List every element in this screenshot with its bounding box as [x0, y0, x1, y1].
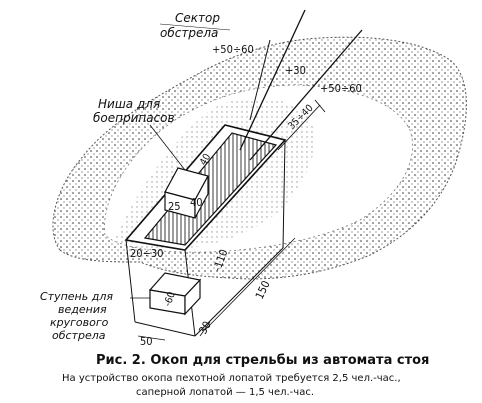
dim-niche-side: 25 — [168, 200, 181, 213]
label-step-2: ведения — [58, 303, 107, 316]
label-niche-2: боеприпасов — [93, 111, 175, 125]
label-step-4: обстрела — [52, 329, 106, 342]
dim-niche-top: 40 — [198, 152, 213, 168]
label-sector-1: Сектор — [175, 11, 220, 25]
label-sector-2: обстрела — [160, 26, 218, 40]
sector-line-left — [239, 9, 306, 151]
label-niche-1: Ниша для — [98, 97, 160, 111]
caption-line-1: На устройство окопа пехотной лопатой тре… — [62, 373, 401, 384]
dim-step-depth: -60 — [162, 290, 177, 308]
caption-title: Рис. 2. Окоп для стрельбы из автомата ст… — [96, 353, 429, 368]
dim-step-side: 30 — [196, 319, 214, 336]
dim-step-front: 50 — [140, 335, 153, 348]
dim-parapet-left: +50÷60 — [212, 43, 254, 56]
sector-line-right — [249, 29, 363, 161]
dim-niche-front: 40 — [190, 196, 203, 209]
dim-parapet-center: +30 — [285, 64, 306, 77]
trench-wall — [143, 132, 278, 246]
label-step-3: кругового — [50, 316, 109, 329]
dim-top-width: 20÷30 — [130, 247, 163, 260]
dim-parapet-right: +50÷60 — [320, 82, 362, 95]
caption-line-2: саперной лопатой — 1,5 чел.-час. — [136, 387, 314, 398]
dim-length: 150 — [253, 279, 273, 302]
label-step-1: Ступень для — [40, 290, 113, 303]
